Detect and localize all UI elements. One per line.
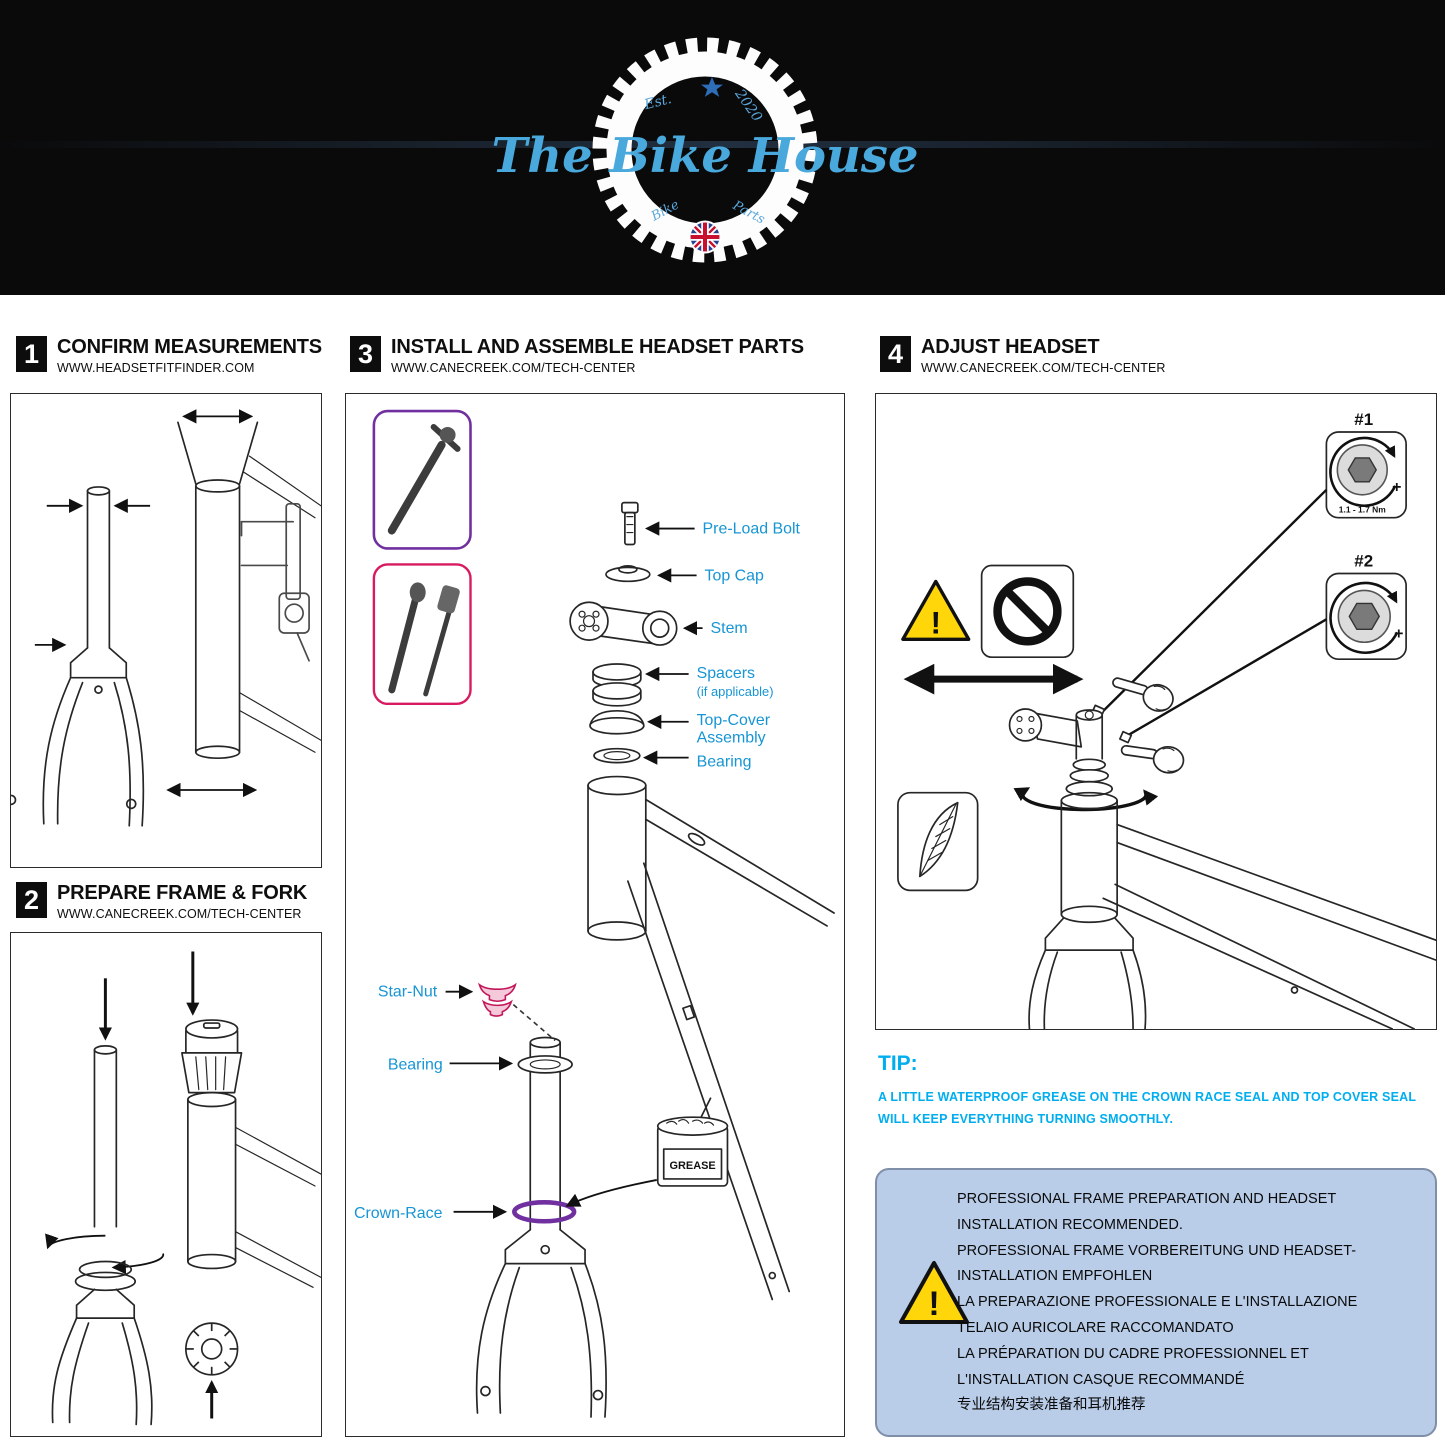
measure-arrows-fork [34, 498, 151, 653]
label-top-cover-2: Assembly [697, 730, 766, 747]
label-bearing-upper: Bearing [697, 754, 752, 771]
top-cover-part [589, 709, 645, 735]
bearing-upper-part [593, 747, 641, 764]
tip-line-1: A LITTLE WATERPROOF GREASE ON THE CROWN … [878, 1090, 1417, 1104]
star-nut-part [478, 982, 517, 1017]
tool1-plus: + [1392, 479, 1401, 496]
preload-bolt-part [621, 501, 639, 546]
label-spacers-note: (if applicable) [697, 684, 774, 699]
headset-exploded-diagram: Pre-Load Bolt Top Cap Stem Spacers (if a… [354, 409, 835, 1418]
step2-panel [10, 932, 322, 1437]
warning-mark: ! [930, 604, 941, 640]
stem-part [569, 601, 678, 646]
step1-url: WWW.HEADSETFITFINDER.COM [57, 361, 255, 376]
notice-line: TELAIO AURICOLARE RACCOMANDATO [957, 1319, 1234, 1336]
step2-title: PREPARE FRAME & FORK [57, 882, 308, 904]
tool2-plus: + [1394, 625, 1403, 642]
fork-crown-race [45, 1045, 165, 1426]
tool1-torque: 1.1 - 1.7 Nm [1339, 505, 1386, 515]
notice-line: INSTALLATION EMPFOHLEN [957, 1268, 1153, 1285]
tool1-label: #1 [1354, 410, 1373, 429]
step4-title: ADJUST HEADSET [921, 336, 1100, 358]
notice-line: LA PREPARAZIONE PROFESSIONALE E L'INSTAL… [957, 1294, 1358, 1311]
step4-number: 4 [880, 336, 911, 372]
header-banner: Est. 2020 Bike Parts The Bike House [0, 0, 1445, 295]
label-star-nut: Star-Nut [378, 984, 438, 1001]
notice-warning-triangle-icon: ! [899, 1261, 969, 1324]
uk-flag-icon [688, 220, 722, 254]
label-bearing-lower: Bearing [388, 1056, 443, 1073]
notice-line: INSTALLATION RECOMMENDED. [957, 1216, 1183, 1233]
step3-url: WWW.CANECREEK.COM/TECH-CENTER [391, 361, 636, 376]
notice-text: PROFESSIONAL FRAME PREPARATION AND HEADS… [957, 1187, 1357, 1419]
notice-box: ! PROFESSIONAL FRAME PREPARATION AND HEA… [875, 1168, 1437, 1437]
label-top-cover-1: Top-Cover [697, 712, 771, 729]
crown-race-part [512, 1200, 577, 1224]
logo-est: Est. [642, 91, 674, 113]
part-labels: Pre-Load Bolt Top Cap Stem Spacers (if a… [643, 521, 801, 771]
step1-number: 1 [16, 336, 47, 372]
star-icon [701, 77, 723, 97]
step3-panel: Pre-Load Bolt Top Cap Stem Spacers (if a… [345, 393, 845, 1437]
brand-title: The Bike House [491, 128, 918, 184]
stem-assembly [1008, 708, 1436, 1029]
step2-number: 2 [16, 882, 47, 918]
pointing-hand-icon-2 [1120, 744, 1185, 774]
step3-number: 3 [350, 336, 381, 372]
chainring-teeth-icon [592, 37, 818, 263]
grease-label: GREASE [670, 1160, 716, 1172]
tool2-label: #2 [1354, 552, 1373, 571]
label-spacers: Spacers [697, 665, 755, 682]
spacers-part [592, 663, 642, 707]
pointing-hand-icon-1 [1112, 677, 1174, 712]
step3-header: 3 INSTALL AND ASSEMBLE HEADSET PARTS WWW… [350, 336, 804, 375]
notice-line: L'INSTALLATION CASQUE RECOMMANDÉ [957, 1371, 1245, 1388]
step4-url: WWW.CANECREEK.COM/TECH-CENTER [921, 361, 1166, 376]
cup-tool-icon [185, 1322, 239, 1419]
star-nut-setter-tool [372, 409, 472, 550]
fork-illustration [11, 486, 145, 827]
step4-header: 4 ADJUST HEADSET WWW.CANECREEK.COM/TECH-… [880, 336, 1166, 375]
banner-streak [0, 141, 1445, 148]
step2-header: 2 PREPARE FRAME & FORK WWW.CANECREEK.COM… [16, 882, 307, 921]
step1-title: CONFIRM MEASUREMENTS [57, 336, 322, 358]
tip-line-2: WILL KEEP EVERYTHING TURNING SMOOTHLY. [878, 1112, 1174, 1126]
step2-url: WWW.CANECREEK.COM/TECH-CENTER [57, 907, 302, 922]
warning-triangle-icon: ! [901, 579, 971, 641]
caliper-icon [240, 502, 310, 662]
notice-line: PROFESSIONAL FRAME PREPARATION AND HEADS… [957, 1191, 1337, 1207]
brand-logo: Est. 2020 Bike Parts The Bike House [0, 37, 1445, 263]
step3-title: INSTALL AND ASSEMBLE HEADSET PARTS [391, 336, 804, 358]
tip-title: TIP: [878, 1052, 918, 1075]
notice-line: PROFESSIONAL FRAME VORBEREITUNG UND HEAD… [957, 1242, 1357, 1259]
race-setter-tools [372, 563, 472, 706]
label-preload-bolt: Pre-Load Bolt [703, 521, 801, 538]
frame-prep-diagram [45, 951, 321, 1426]
feather-icon [897, 791, 979, 892]
label-top-cap: Top Cap [705, 567, 764, 584]
no-symbol-icon [980, 564, 1075, 659]
measurement-diagram [11, 409, 321, 827]
frame-tubes [587, 775, 835, 1301]
label-stem: Stem [711, 620, 748, 637]
notice-warning-mark: ! [928, 1285, 939, 1323]
headtube-illustration [166, 409, 321, 798]
grease-can: GREASE [565, 1097, 729, 1207]
fork-lower [475, 1036, 607, 1418]
hex-tool-icon-2: + [1325, 572, 1407, 661]
notice-line: 专业结构安装准备和耳机推荐 [957, 1397, 1146, 1414]
step1-header: 1 CONFIRM MEASUREMENTS WWW.HEADSETFITFIN… [16, 336, 322, 375]
rotate-arrow-icon [1013, 787, 1159, 812]
step4-panel: #1 + 1.1 - 1.7 Nm #2 + ! [875, 393, 1437, 1030]
hex-tool-icon-1: + 1.1 - 1.7 Nm [1325, 431, 1407, 519]
notice-line: LA PRÉPARATION DU CADRE PROFESSIONNEL ET [957, 1345, 1309, 1362]
pinch-bolt-target [1119, 730, 1133, 744]
headtube-press-tools [181, 1019, 321, 1419]
adjust-headset-diagram: #1 + 1.1 - 1.7 Nm #2 + ! [897, 410, 1436, 1029]
step1-panel [10, 393, 322, 868]
top-cap-part [605, 565, 651, 583]
label-crown-race: Crown-Race [354, 1205, 443, 1222]
